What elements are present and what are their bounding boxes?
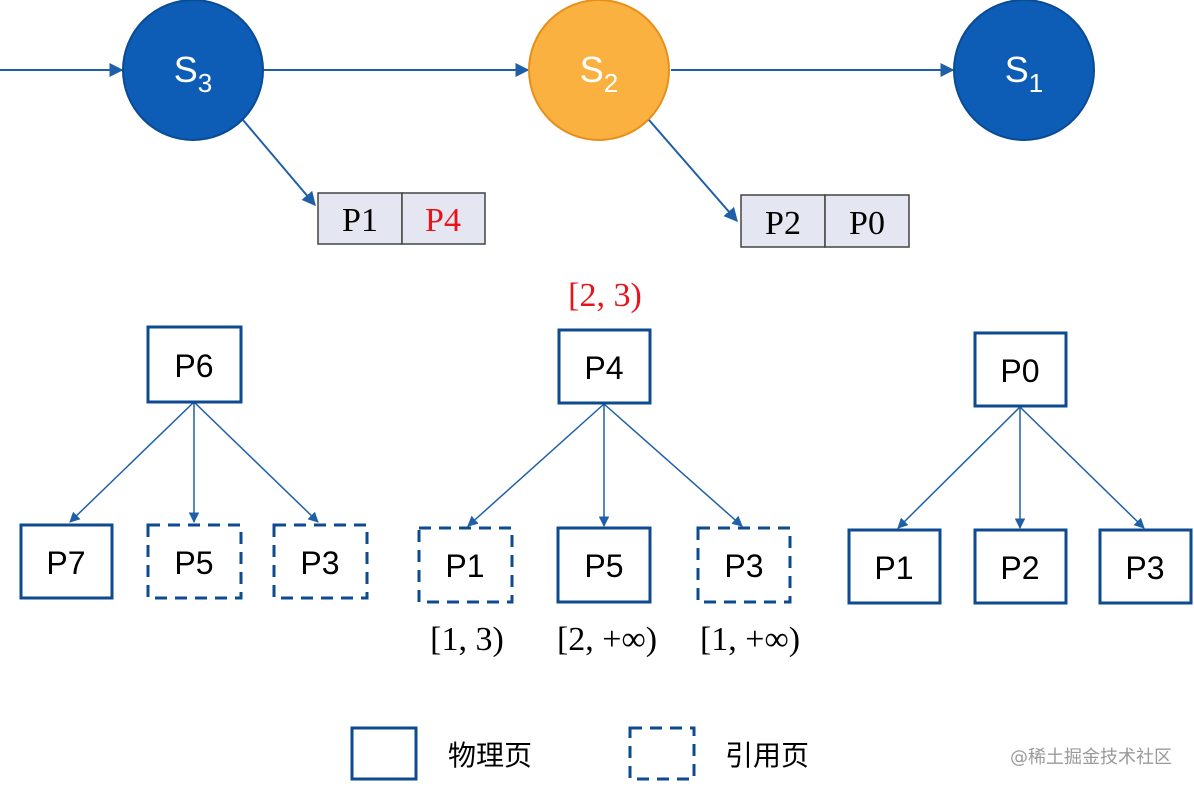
- state-label: S: [580, 49, 604, 90]
- page-node-reference: [696, 526, 792, 604]
- page-label: P6: [174, 348, 213, 384]
- legend-label-physical: 物理页: [448, 739, 532, 772]
- svg-text:S3: S3: [174, 49, 212, 98]
- page-label: P0: [1000, 353, 1039, 389]
- state-label: S: [174, 49, 198, 90]
- legend: 物理页 引用页: [350, 726, 809, 781]
- state-subscript: 2: [604, 68, 618, 98]
- page-node-reference: [417, 526, 514, 604]
- pagelist-item-highlight: P4: [425, 202, 461, 239]
- page-label: P3: [300, 545, 339, 581]
- page-label: P5: [584, 548, 623, 584]
- state-subscript: 3: [198, 68, 212, 98]
- pagelist-cell: [317, 192, 403, 245]
- page-node-physical: [557, 328, 652, 405]
- tree-edge: [897, 406, 1021, 529]
- page-node-physical: [847, 528, 942, 605]
- tree-edge: [69, 401, 195, 523]
- tree-middle: [2, 3) P4 P1 [1, 3) P5 [2, +∞) P3 [1, +∞…: [417, 277, 800, 658]
- page-label: P2: [1000, 550, 1039, 586]
- state-circle: [122, 0, 264, 141]
- svg-text:S1: S1: [1005, 49, 1043, 98]
- pagelist-s3: P1 P4: [317, 192, 486, 245]
- page-range-label: [1, 3): [430, 621, 504, 658]
- state-circle-active: [528, 0, 670, 141]
- page-range-label: [1, +∞): [700, 621, 800, 658]
- page-label: P3: [724, 548, 763, 584]
- svg-text:S2: S2: [580, 49, 618, 98]
- tree-left: P6 P7 P5 P3: [19, 325, 369, 600]
- page-node-reference: [272, 523, 369, 600]
- page-node-physical: [1098, 528, 1193, 605]
- page-node-physical: [146, 325, 243, 404]
- page-node-reference: [146, 523, 243, 600]
- state-label: S: [1005, 49, 1029, 90]
- pagelist-item: P2: [765, 205, 801, 242]
- page-node-physical: [19, 523, 114, 600]
- legend-label-reference: 引用页: [725, 739, 809, 772]
- page-label: P1: [445, 548, 484, 584]
- s3-pagelist-edge: [242, 119, 316, 207]
- root-range-label: [2, 3): [568, 277, 642, 314]
- page-node-physical: [556, 526, 652, 604]
- page-label: P3: [1125, 550, 1164, 586]
- state-subscript: 1: [1029, 68, 1043, 98]
- pagelist-cell: [824, 194, 910, 248]
- pagelist-cell: [740, 194, 826, 248]
- pagelist-s2: P2 P0: [740, 194, 910, 248]
- page-label: P7: [46, 545, 85, 581]
- tree-edge: [1019, 406, 1145, 529]
- page-node-physical: [973, 331, 1068, 408]
- page-range-label: [2, +∞): [557, 621, 657, 658]
- tree-edge: [467, 403, 605, 527]
- state-circle: [953, 0, 1095, 141]
- state-node-s3: S3: [122, 0, 264, 141]
- tree-edge: [193, 401, 319, 523]
- tree-edge: [603, 403, 743, 527]
- pagelist-item: P1: [342, 202, 378, 239]
- tree-right: P0 P1 P2 P3: [847, 331, 1193, 605]
- page-node-physical: [973, 528, 1068, 605]
- legend-swatch-reference: [628, 726, 696, 781]
- s2-pagelist-edge: [648, 119, 738, 223]
- page-label: P5: [174, 545, 213, 581]
- pagelist-cell: [401, 192, 486, 245]
- pagelist-item: P0: [849, 205, 885, 242]
- state-node-s2: S2: [528, 0, 670, 141]
- page-label: P4: [584, 350, 623, 386]
- watermark: @稀土掘金技术社区: [1010, 747, 1172, 768]
- page-label: P1: [874, 550, 913, 586]
- state-node-s1: S1: [953, 0, 1095, 141]
- legend-swatch-physical: [350, 726, 418, 781]
